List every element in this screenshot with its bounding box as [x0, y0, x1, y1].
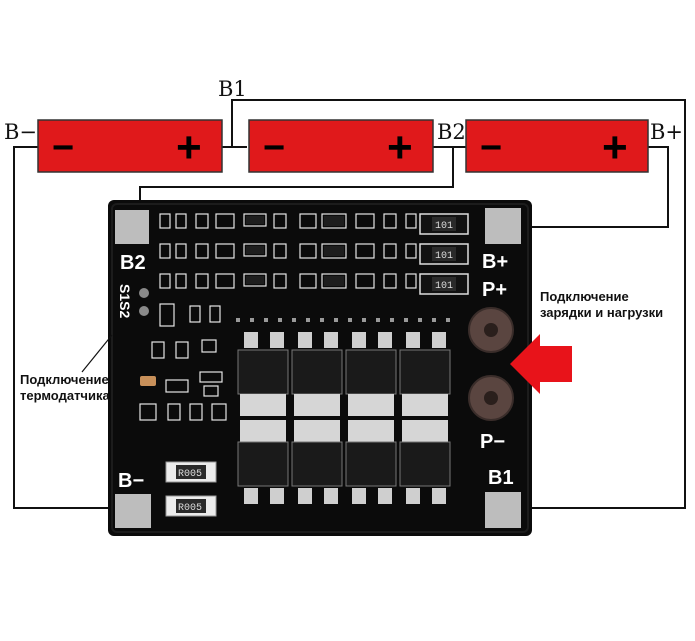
battery-2-plus: +: [387, 123, 413, 172]
wiring: [13, 99, 686, 509]
label-b-plus: B+: [650, 120, 683, 144]
bms-board: B2 B+ P+ P− B− B1 S1S2: [108, 200, 532, 536]
charge-load-arrow: [510, 334, 572, 394]
silk-p-plus: P+: [482, 279, 507, 301]
silk-s1s2: S1S2: [117, 284, 133, 318]
pad-p-minus-hole: [484, 391, 498, 405]
thermistor-pad: [140, 376, 156, 386]
resistor-101-b: 101: [435, 251, 453, 262]
annotation-charge-load-2: зарядки и нагрузки: [540, 305, 663, 320]
silk-b-minus: B−: [118, 470, 144, 492]
test-point-s1: [139, 288, 149, 298]
battery-2-minus: −: [263, 127, 285, 169]
resistor-101-a: 101: [435, 221, 453, 232]
pad-b-minus: [115, 494, 151, 528]
silk-dot-row: [236, 318, 450, 322]
battery-3: − +: [465, 119, 649, 173]
battery-3-minus: −: [480, 127, 502, 169]
resistor-r005-b: R005: [178, 503, 202, 514]
mosfet-bottom-4: [399, 420, 451, 504]
label-b1: B1: [218, 77, 247, 101]
pad-b-plus: [485, 208, 521, 244]
pad-b1: [485, 492, 521, 528]
pad-b2: [115, 210, 149, 244]
battery-3-plus: +: [602, 123, 628, 172]
mosfet-bottom-2: [291, 420, 343, 504]
label-b-minus: B−: [4, 120, 37, 144]
mosfet-top-3: [345, 332, 397, 416]
silk-b1: B1: [488, 467, 514, 489]
wire-b-minus: [13, 146, 118, 509]
test-point-s2: [139, 306, 149, 316]
battery-1: − +: [37, 119, 223, 173]
mosfet-top-4: [399, 332, 451, 416]
label-b2: B2: [437, 120, 466, 144]
resistor-101-group: 101 101 101: [419, 213, 469, 295]
mosfet-bottom-1: [237, 420, 289, 504]
wire-b2-down: [139, 147, 454, 208]
annotation-thermo-1: Подключение: [20, 372, 109, 387]
wire-b-plus: [520, 146, 669, 228]
smd-chip-bodies: [246, 216, 344, 286]
smd-components: [139, 213, 417, 421]
silk-b-plus: B+: [482, 251, 508, 273]
annotation-charge-load-1: Подключение: [540, 289, 629, 304]
annotation-thermo-2: термодатчика: [20, 388, 110, 403]
mosfet-top-1: [237, 332, 289, 416]
resistor-101-c: 101: [435, 281, 453, 292]
battery-1-plus: +: [176, 123, 202, 172]
mosfets-top: [237, 332, 451, 416]
resistor-r005-group: R005 R005: [165, 461, 217, 517]
battery-2: − +: [248, 119, 434, 173]
battery-1-minus: −: [52, 127, 74, 169]
thermo-pointer-line: [81, 334, 113, 373]
wire-b1-top: [231, 99, 686, 509]
silk-b2: B2: [120, 252, 146, 274]
mosfet-bottom-3: [345, 420, 397, 504]
resistor-r005-a: R005: [178, 469, 202, 480]
mosfet-top-2: [291, 332, 343, 416]
silk-p-minus: P−: [480, 431, 505, 453]
pad-p-plus-hole: [484, 323, 498, 337]
mosfets-bottom: [237, 420, 451, 504]
